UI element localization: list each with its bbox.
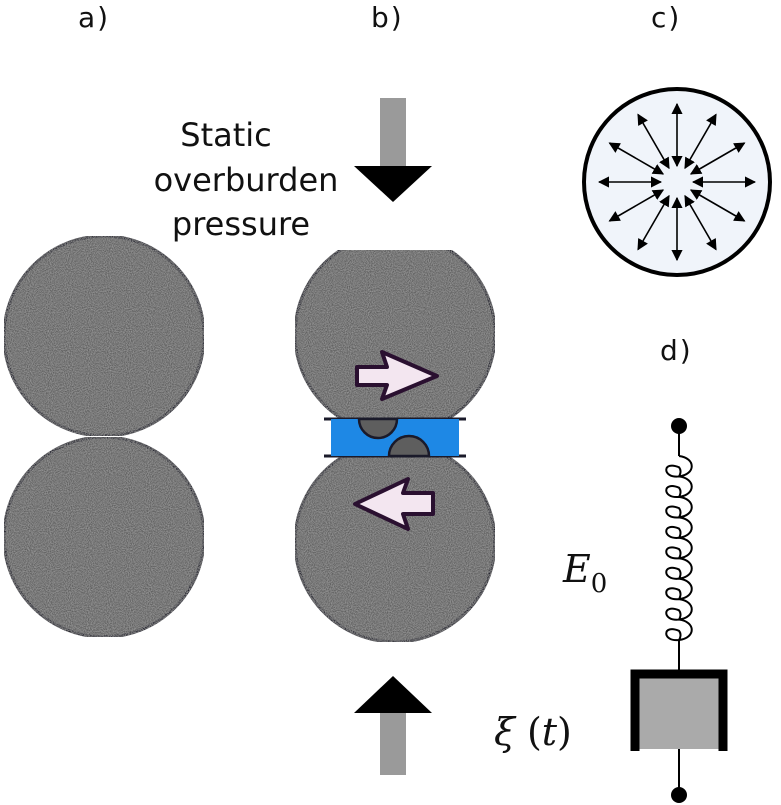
damper-body <box>639 678 719 749</box>
grain-b-top <box>293 250 497 419</box>
pressure-arrow-up <box>354 676 432 775</box>
panel-d-rheology: E0 ξ(t) <box>494 418 728 803</box>
pressure-arrow-down <box>354 98 432 202</box>
pressure-label-line2: overburden <box>154 161 339 199</box>
radial-arrow <box>637 113 670 170</box>
grain-a-bottom <box>2 435 206 639</box>
panel-b-grains <box>293 250 497 644</box>
grain-b-bottom <box>293 456 497 644</box>
bottom-terminal <box>671 787 687 803</box>
pressure-label-line1: Static <box>180 116 272 154</box>
radial-arrow <box>608 189 665 222</box>
damper-frame <box>630 669 728 751</box>
asperity-bottom <box>387 434 431 458</box>
panel-c-radial <box>582 87 772 277</box>
panel-label-a: a) <box>78 1 110 34</box>
spring-label: E0 <box>562 547 607 599</box>
grain-a-top <box>2 234 206 438</box>
asperity-top <box>357 417 399 440</box>
panel-label-c: c) <box>651 1 681 34</box>
panel-label-d: d) <box>660 334 693 367</box>
radial-arrow <box>684 194 717 251</box>
pressure-label-line3: pressure <box>172 205 310 243</box>
panel-a-grains <box>2 234 206 639</box>
radial-arrow <box>689 142 746 175</box>
spring-coil <box>665 455 693 642</box>
shear-arrow-right <box>355 350 439 401</box>
shear-arrow-left <box>353 477 435 531</box>
panel-label-b: b) <box>371 1 404 34</box>
radial-circle <box>582 87 772 277</box>
damper-label: ξ(t) <box>494 710 572 754</box>
